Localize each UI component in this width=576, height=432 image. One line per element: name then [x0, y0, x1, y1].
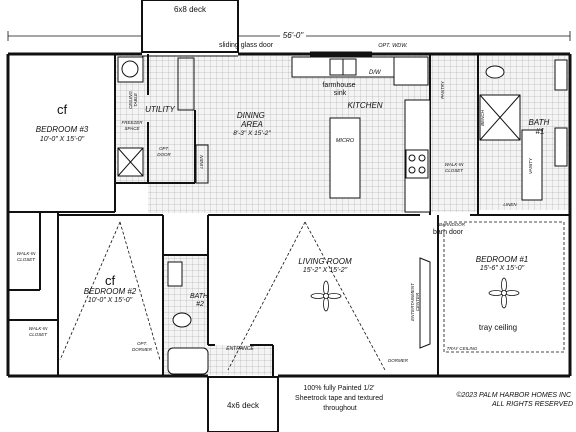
living-fan-icon	[310, 280, 342, 312]
opt-door-label: OPT.DOOR	[157, 146, 171, 157]
farmhouse-sink-label: farmhouse sink	[322, 82, 357, 97]
copyright-line1: ©2023 PALM HARBOR HOMES INC	[456, 391, 572, 399]
bench-label: BENCH	[480, 109, 485, 126]
dining-name-line2: AREA	[240, 120, 263, 129]
cf-bedroom3: cf	[57, 102, 68, 117]
rear-deck: 6x8 deck	[141, 0, 239, 53]
tray-ceiling-label: tray ceiling	[479, 323, 517, 332]
barn-door-label: barn door	[433, 229, 464, 236]
rear-deck-label: 6x8 deck	[174, 5, 207, 14]
bath1-fixtures	[479, 59, 568, 201]
dining-size: 8'-3" X 15'-2"	[233, 130, 271, 137]
living-size: 15'-2" X 15'-2"	[303, 267, 348, 274]
bedroom3-size: 10'-0" X 15'-0"	[40, 136, 85, 143]
drywall-line3: throughout	[323, 405, 357, 412]
bedroom1-fan-icon	[488, 277, 520, 309]
living-name: LIVING ROOM	[298, 257, 352, 266]
dimension-line: 56'-0"	[7, 29, 571, 41]
copyright: ©2023 PALM HARBOR HOMES INC ALL RIGHTS R…	[456, 391, 573, 408]
dormer-label: DORMER	[388, 358, 409, 363]
tray-ceiling-small-label: TRAY CEILING	[447, 346, 478, 351]
dining-name-line1: DINING	[237, 111, 265, 120]
bedroom1-size: 15'-6" X 15'-0"	[480, 265, 525, 272]
bath2-name: BATH #2	[190, 293, 210, 308]
front-deck: 4x6 deck	[207, 376, 279, 432]
sliding-door-label: sliding glass door	[219, 42, 274, 49]
bath1-line1: BATH	[529, 118, 550, 127]
tray-ceiling-outline	[443, 221, 565, 353]
cf-bedroom2: cf	[105, 273, 116, 288]
window-mark	[310, 51, 372, 57]
entertainment-label: ENTERTAINMENTCENTER	[410, 282, 420, 321]
drywall-note: 100% fully Painted 1/2' Sheetrock tape a…	[295, 385, 385, 412]
bath2-line2: #2	[196, 301, 204, 308]
bedroom2-name: BEDROOM #2	[84, 287, 137, 296]
drywall-line1: 100% fully Painted 1/2'	[304, 385, 375, 392]
bath1-line2: #1	[536, 127, 545, 136]
entrance-label: ENTRANCE	[226, 346, 254, 352]
overall-dimension: 56'-0"	[283, 31, 305, 40]
farmhouse-line2: sink	[334, 90, 347, 97]
utility-name: UTILITY	[145, 105, 175, 114]
kitchen-fixtures	[291, 56, 431, 213]
bath1-name: BATH #1	[529, 118, 552, 136]
kitchen-name: KITCHEN	[347, 101, 382, 110]
dw-label: D/W	[369, 70, 382, 76]
bedroom1-name: BEDROOM #1	[476, 255, 528, 264]
linen-label: LINEN	[199, 155, 204, 169]
ceiling-table-label: CEILINGTABLE	[128, 91, 138, 110]
sliding-door	[142, 51, 238, 57]
bath2-fixtures	[167, 261, 209, 375]
bath2-line1: BATH	[190, 293, 209, 300]
room-labels: cf BEDROOM #3 10'-0" X 15'-0" cf BEDROOM…	[36, 101, 552, 332]
entertainment-center	[419, 257, 431, 349]
opt-window-label: OPT. WDW.	[378, 43, 408, 49]
callouts: farmhouse sink barn door 100% fully Pain…	[295, 82, 573, 412]
farmhouse-line1: farmhouse	[322, 82, 355, 89]
pantry-label: PANTRY	[440, 80, 445, 99]
bedroom2-size: 10'-0" X 15'-0"	[88, 297, 133, 304]
vault-lines	[59, 221, 386, 371]
barndoor-small-label: BARNDOOR	[439, 222, 466, 227]
bedroom3-name: BEDROOM #3	[36, 125, 89, 134]
dining-name: DINING AREA	[237, 111, 267, 129]
drywall-line2: Sheetrock tape and textured	[295, 395, 383, 402]
linen-bath1-label: LINEN	[503, 202, 517, 207]
vanity-label: VANITY	[528, 157, 533, 174]
utility-fixtures	[117, 56, 209, 184]
opt-dormer-label: OPT.DORMER	[132, 341, 153, 352]
front-deck-label: 4x6 deck	[227, 401, 260, 410]
copyright-line2: ALL RIGHTS RESERVED	[491, 401, 573, 408]
micro-label: MICRO	[336, 138, 355, 144]
